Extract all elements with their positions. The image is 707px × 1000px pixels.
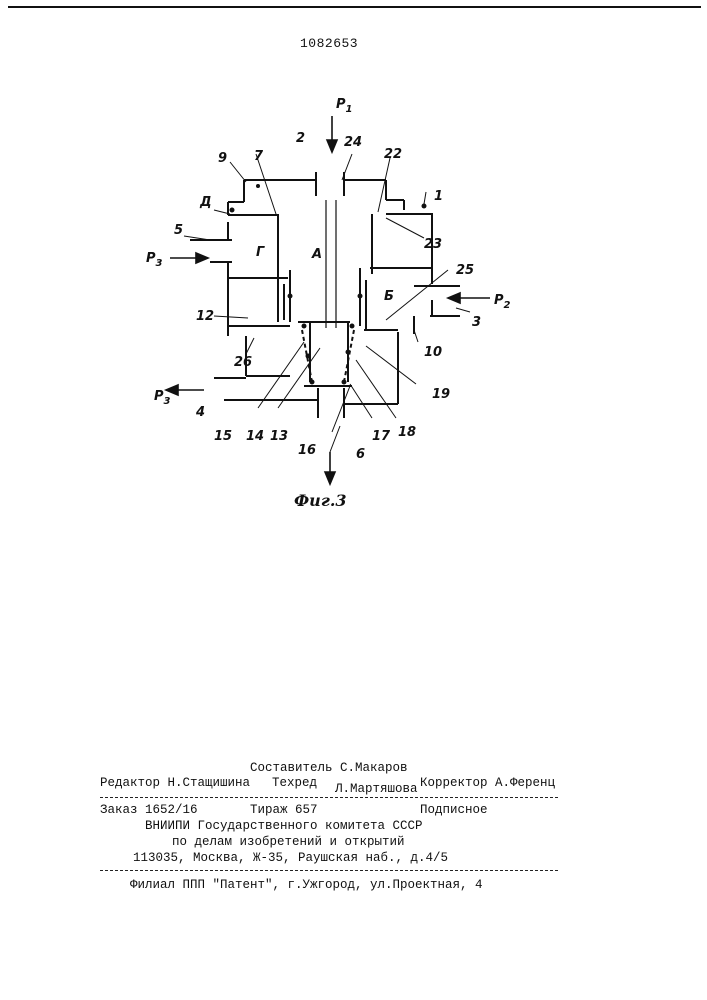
port-4-pipe: [214, 378, 318, 418]
address-line: 113035, Москва, Ж-35, Раушская наб., д.4…: [133, 851, 448, 865]
label-17: 17: [372, 429, 391, 444]
label-chamber-d: Д: [199, 195, 212, 210]
label-5: 5: [174, 223, 183, 238]
composer-line: Составитель С.Макаров: [250, 761, 408, 775]
left-upper-chamber: [228, 180, 278, 322]
label-24: 24: [344, 135, 362, 150]
label-4: 4: [195, 405, 205, 420]
label-2: 2: [296, 131, 305, 146]
port-6-outlet: [344, 330, 398, 418]
label-18: 18: [398, 425, 416, 440]
label-6: 6: [356, 447, 365, 462]
techred-label: Техред: [272, 776, 317, 790]
label-chamber-b: Б: [384, 289, 394, 304]
right-upper-chamber: [372, 180, 432, 274]
inlet-right-wall: [344, 172, 386, 196]
figure-caption: Фиг.3: [294, 491, 347, 510]
label-10: 10: [424, 345, 442, 360]
editor-credit: Редактор Н.Стащишина: [100, 776, 250, 790]
label-p3-in: P3: [146, 251, 163, 269]
inlet-left-wall: [244, 172, 316, 196]
separator-2: [100, 870, 558, 871]
label-13: 13: [270, 429, 288, 444]
label-p1: P1: [336, 97, 353, 115]
leader-lines: [184, 154, 470, 452]
label-19: 19: [432, 387, 450, 402]
order-number: Заказ 1652/16: [100, 803, 198, 817]
branch-line: Филиал ППП "Патент", г.Ужгород, ул.Проек…: [130, 878, 483, 892]
org-line-2: по делам изобретений и открытий: [172, 835, 405, 849]
label-16: 16: [298, 443, 316, 458]
label-chamber-a: А: [311, 247, 322, 262]
label-25: 25: [456, 263, 474, 278]
label-9: 9: [218, 151, 227, 166]
techred-name: Л.Мартяшова: [335, 782, 418, 796]
figure-3-diagram: P1 2 24 9 7 22 1 Д 5 23 Г А P3 25 Б P2 1…: [0, 0, 707, 530]
subscription: Подписное: [420, 803, 488, 817]
label-chamber-g: Г: [256, 245, 265, 260]
corrector-credit: Корректор А.Ференц: [420, 776, 555, 790]
label-7: 7: [254, 149, 264, 164]
label-22: 22: [384, 147, 402, 162]
label-15: 15: [214, 429, 232, 444]
separator-1: [100, 797, 558, 798]
circulation: Тираж 657: [250, 803, 318, 817]
label-23: 23: [424, 237, 442, 252]
org-line-1: ВНИИПИ Государственного комитета СССР: [145, 819, 423, 833]
label-p2: P2: [494, 293, 511, 311]
port-5-pipe: [190, 232, 232, 318]
label-12: 12: [196, 309, 214, 324]
label-1: 1: [434, 189, 443, 204]
label-14: 14: [246, 429, 264, 444]
label-3: 3: [472, 315, 481, 330]
label-26: 26: [234, 355, 252, 370]
